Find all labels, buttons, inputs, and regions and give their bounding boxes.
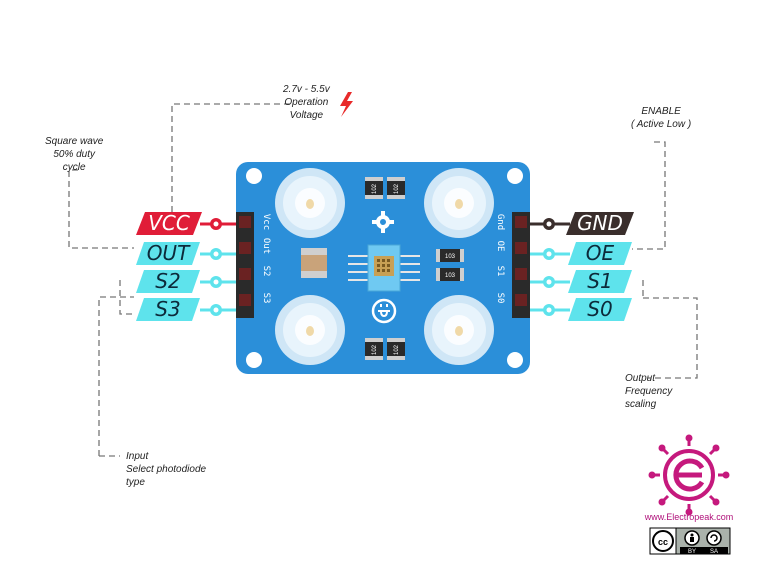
svg-text:103: 103 — [445, 254, 456, 260]
mount-hole-tl — [246, 168, 262, 184]
leader-input-b — [119, 280, 134, 315]
lightning-bolt-icon — [340, 92, 353, 117]
oe-tag: OE — [568, 242, 632, 265]
svg-text:S0: S0 — [495, 293, 505, 304]
s0-tag: S0 — [568, 298, 632, 321]
mount-hole-br — [507, 352, 523, 368]
leader-square-wave — [68, 169, 134, 249]
left-header: Vcc Out S2 S3 — [236, 212, 271, 318]
brand-url[interactable]: www.Electropeak.com — [644, 512, 734, 522]
gnd-tag: GND — [566, 212, 634, 235]
s3-tag: S3 — [136, 298, 200, 321]
resistor-mid-right-a: 103 — [436, 249, 464, 262]
leader-lines — [68, 103, 698, 457]
leader-enable — [632, 141, 666, 250]
svg-text:S3: S3 — [261, 293, 271, 304]
svg-text:Vcc: Vcc — [261, 214, 271, 230]
svg-text:102: 102 — [372, 344, 378, 355]
output-frequency-note: Output Frequency scaling — [625, 373, 673, 410]
vcc-tag: VCC — [136, 212, 202, 235]
svg-text:103: 103 — [445, 273, 456, 279]
right-header: Gnd OE S1 S0 — [495, 212, 530, 318]
resistor-bottom-right: 102 — [387, 338, 405, 360]
svg-text:Gnd: Gnd — [495, 214, 505, 230]
svg-text:S2: S2 — [261, 266, 271, 277]
led-top-left — [275, 168, 345, 238]
svg-text:SA: SA — [710, 549, 718, 555]
led-bottom-left — [275, 295, 345, 365]
input-select-note: Input Select photodiode type — [126, 451, 207, 488]
mount-hole-tr — [507, 168, 523, 184]
power-plug-icon — [371, 298, 397, 324]
resistor-top-left: 102 — [365, 177, 383, 199]
mount-hole-bl — [246, 352, 262, 368]
leader-voltage — [171, 103, 290, 212]
out-tag: OUT — [136, 242, 200, 265]
capacitor — [301, 248, 327, 278]
svg-text:102: 102 — [372, 183, 378, 194]
voltage-note: 2.7v - 5.5v Operation Voltage — [283, 84, 330, 121]
s2-tag: S2 — [136, 270, 200, 293]
svg-text:102: 102 — [394, 183, 400, 194]
svg-text:S1: S1 — [495, 266, 505, 277]
sensor-board: 102 102 102 102 103 — [236, 162, 530, 374]
svg-text:Out: Out — [261, 238, 271, 254]
square-wave-note: Square wave 50% duty cycle — [45, 136, 104, 173]
leader-output-freq — [643, 297, 698, 379]
s1-tag: S1 — [568, 270, 632, 293]
leader-input — [98, 296, 134, 456]
resistor-bottom-left: 102 — [365, 338, 383, 360]
svg-text:BY: BY — [688, 549, 696, 555]
electropeak-logo — [648, 434, 730, 516]
svg-text:102: 102 — [394, 344, 400, 355]
open-source-hardware-icon — [372, 211, 394, 233]
cc-by-sa-badge: cc BY SA — [649, 527, 731, 555]
led-bottom-right — [424, 295, 494, 365]
color-sensor-chip — [348, 244, 420, 292]
enable-note: ENABLE ( Active Low ) — [631, 106, 692, 130]
svg-text:OE: OE — [495, 241, 505, 252]
pin-connectors — [200, 218, 570, 316]
svg-text:cc: cc — [658, 537, 668, 547]
led-top-right — [424, 168, 494, 238]
resistor-top-right: 102 — [387, 177, 405, 199]
resistor-mid-right-b: 103 — [436, 268, 464, 281]
